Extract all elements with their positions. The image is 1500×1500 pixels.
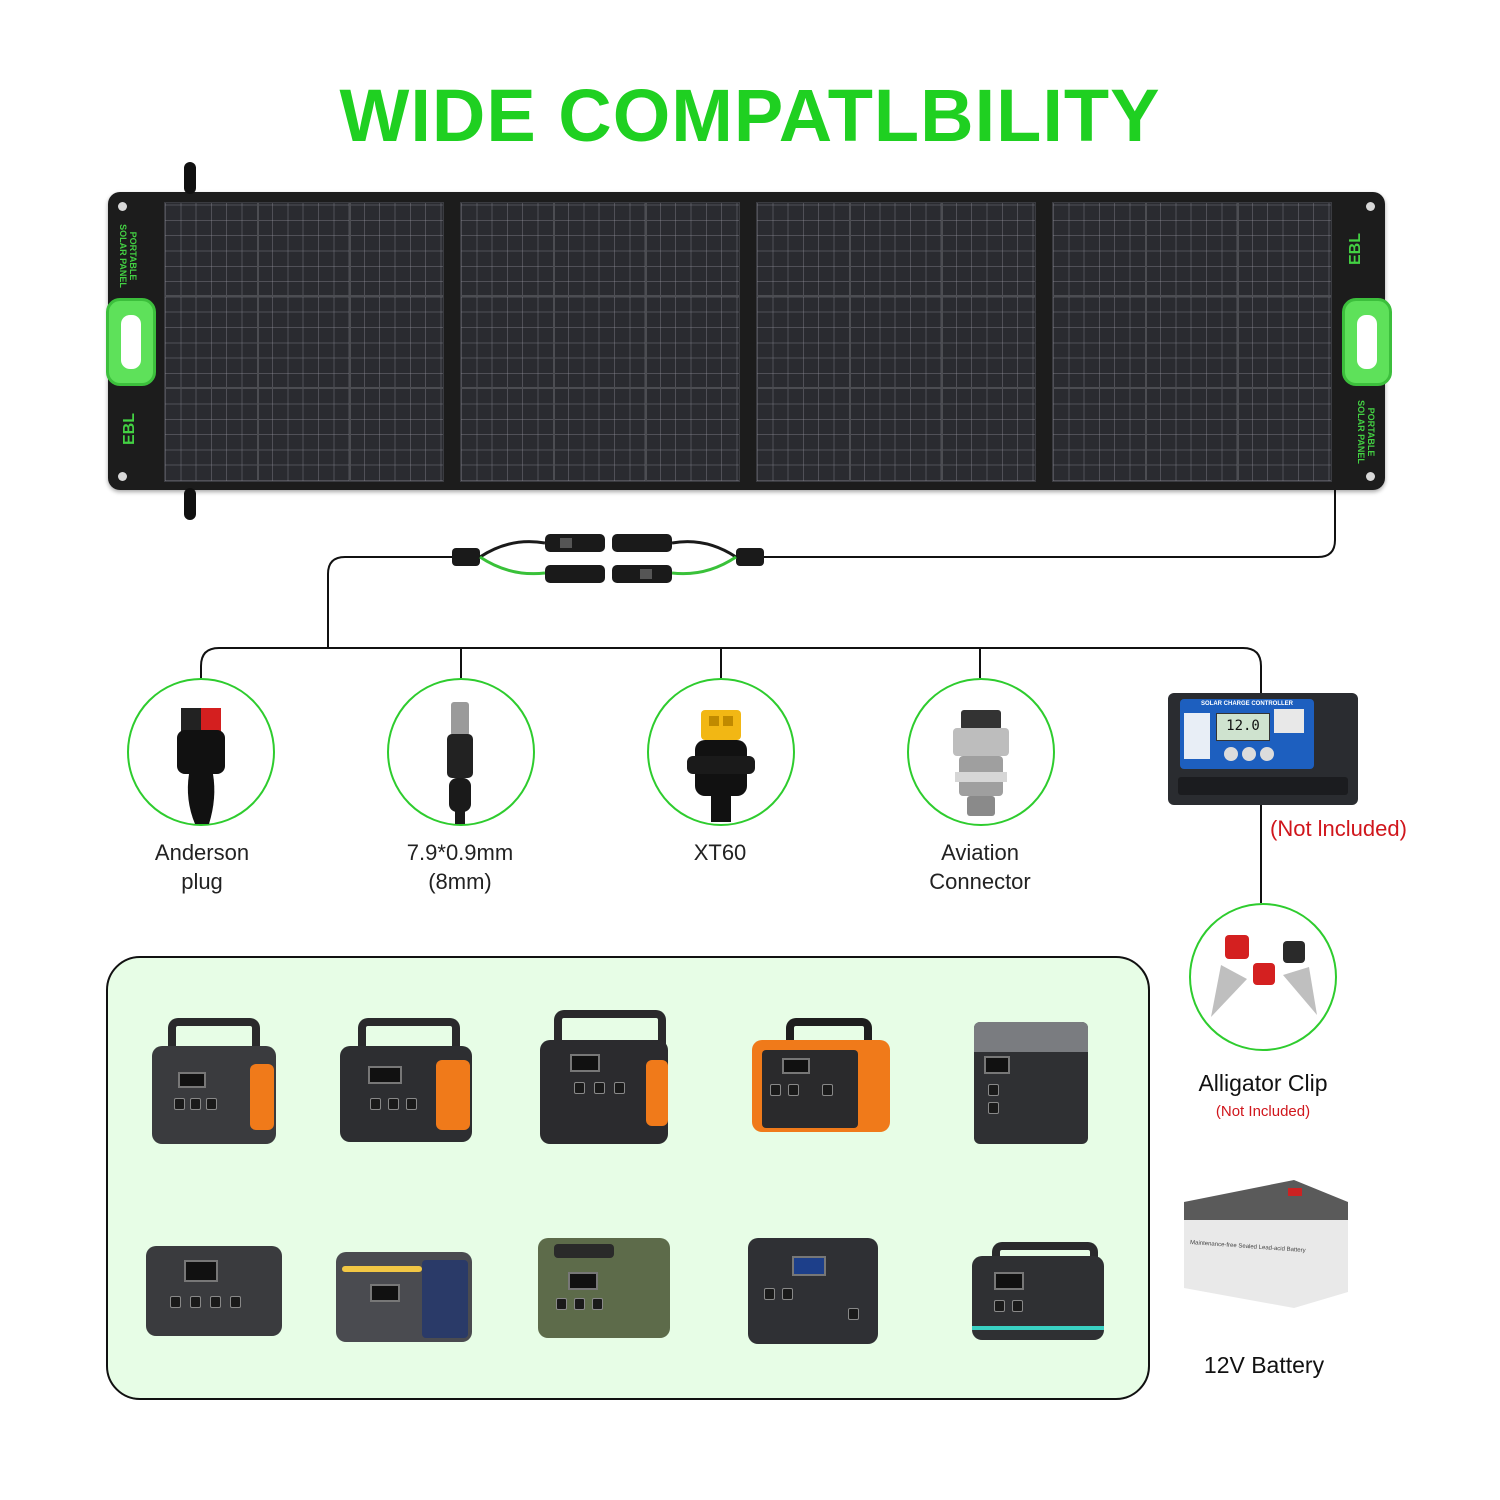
connector-anderson	[127, 678, 275, 826]
power-station-image	[538, 1238, 670, 1338]
aviation-connector-icon	[953, 710, 1009, 816]
alligator-clip-label: Alligator Clip	[1198, 1070, 1328, 1096]
battery-label: 12V Battery	[1203, 1352, 1325, 1378]
controller-icon-panel	[1184, 713, 1210, 759]
usb-port-icon	[1274, 709, 1304, 733]
connector-label-dc: 7.9*0.9mm(8mm)	[406, 840, 514, 894]
connector-dc-barrel	[387, 678, 535, 826]
power-station-image	[336, 1244, 472, 1344]
solar-charge-controller: SOLAR CHARGE CONTROLLER 12.0	[1168, 693, 1358, 805]
controller-face: SOLAR CHARGE CONTROLLER 12.0	[1180, 699, 1314, 769]
power-station-image	[540, 1010, 670, 1144]
alligator-not-included-note: (Not Included)	[1215, 1103, 1311, 1120]
page-title: WIDE COMPATLBILITY	[339, 74, 1161, 157]
right-carry-handle	[1342, 298, 1392, 386]
power-station-image	[972, 1242, 1104, 1342]
controller-header: SOLAR CHARGE CONTROLLER	[1201, 701, 1293, 707]
grommet	[118, 202, 127, 211]
connector-aviation	[907, 678, 1055, 826]
connector-label-xt60: XT60	[693, 840, 747, 865]
power-station-image	[340, 1018, 472, 1144]
power-station-image	[748, 1238, 878, 1344]
anderson-plug-icon	[177, 708, 225, 824]
controller-button	[1260, 747, 1274, 761]
power-station-image	[974, 1022, 1088, 1144]
connector-xt60	[647, 678, 795, 826]
grommet	[118, 472, 127, 481]
grommet	[1366, 472, 1375, 481]
panel-strap	[184, 162, 196, 194]
controller-button	[1224, 747, 1238, 761]
solar-cell-block	[164, 202, 444, 482]
grommet	[1366, 202, 1375, 211]
power-station-image	[152, 1018, 276, 1144]
solar-cell-block	[460, 202, 740, 482]
mc4-y-branch-icon	[452, 534, 764, 583]
left-carry-handle	[106, 298, 156, 386]
controller-terminals	[1178, 777, 1348, 795]
alligator-clip-icon	[1211, 935, 1317, 1017]
power-station-image	[752, 1018, 890, 1134]
controller-display-value: 12.0	[1226, 718, 1260, 734]
compatible-stations-box	[106, 956, 1150, 1400]
controller-lcd: 12.0	[1216, 713, 1270, 741]
battery-image: Maintenance-free Sealed Lead-acid Batter…	[1184, 1180, 1348, 1310]
solar-cell-block	[1052, 202, 1332, 482]
panel-strap	[184, 488, 196, 520]
alligator-clip-circle	[1189, 903, 1337, 1051]
dc-barrel-plug-icon	[447, 702, 473, 824]
controller-button	[1242, 747, 1256, 761]
battery-icon: Maintenance-free Sealed Lead-acid Batter…	[1184, 1180, 1348, 1308]
xt60-plug-icon	[687, 710, 755, 822]
controller-not-included-note: (Not lncluded)	[1270, 816, 1407, 841]
panel-brand-logo: EBL	[1347, 233, 1364, 265]
solar-cell-block	[756, 202, 1036, 482]
panel-brand-logo: EBL	[121, 413, 138, 445]
power-station-image	[146, 1246, 282, 1336]
